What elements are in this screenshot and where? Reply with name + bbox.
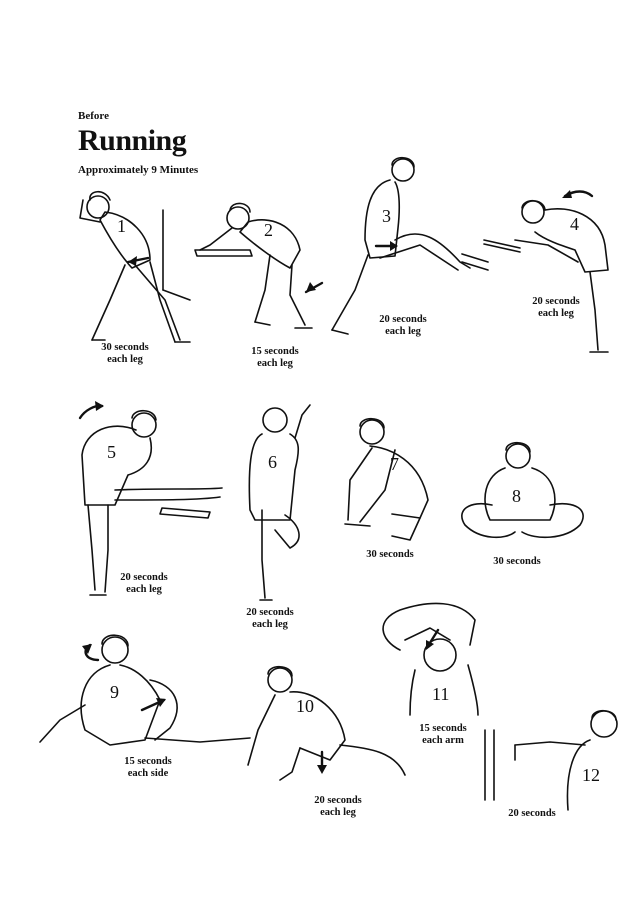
- section-kicker: Before: [78, 110, 109, 122]
- stretch-number: 4: [570, 214, 579, 234]
- stretch-number: 12: [582, 765, 600, 785]
- stretch-figure-9: 9: [39, 634, 251, 746]
- stretch-figure-2: 2: [194, 202, 324, 329]
- stretch-number: 11: [432, 684, 449, 704]
- stretch-figure-10: 10: [247, 665, 406, 781]
- stretch-figure-3: 3: [331, 156, 489, 335]
- stretch-figure-12: 12: [484, 709, 618, 811]
- stretch-number: 3: [382, 206, 391, 226]
- stretch-number: 5: [107, 442, 116, 462]
- stretch-caption: 30 seconds: [493, 556, 541, 567]
- page-title: Running: [78, 124, 187, 157]
- stretch-number: 1: [117, 216, 126, 236]
- stretch-figure-4: 4: [483, 190, 609, 353]
- stretch-figure-6: 6: [248, 404, 311, 601]
- stretch-figure-5: 5: [78, 401, 223, 596]
- stretch-number: 10: [296, 696, 314, 716]
- stretch-caption: 20 seconds: [508, 808, 556, 819]
- stretch-number: 9: [110, 682, 119, 702]
- stretch-number: 8: [512, 486, 521, 506]
- stretch-number: 6: [268, 452, 277, 472]
- stretch-number: 7: [390, 454, 399, 474]
- stretch-figure-11: 11: [382, 602, 479, 716]
- stretch-number: 2: [264, 220, 273, 240]
- stretch-figure-8: 8: [461, 441, 584, 539]
- stretch-caption: 30 seconds: [366, 549, 414, 560]
- stretch-figure-1: 1: [79, 190, 191, 343]
- page-subtitle: Approximately 9 Minutes: [78, 164, 199, 176]
- stretch-figure-7: 7: [344, 417, 429, 541]
